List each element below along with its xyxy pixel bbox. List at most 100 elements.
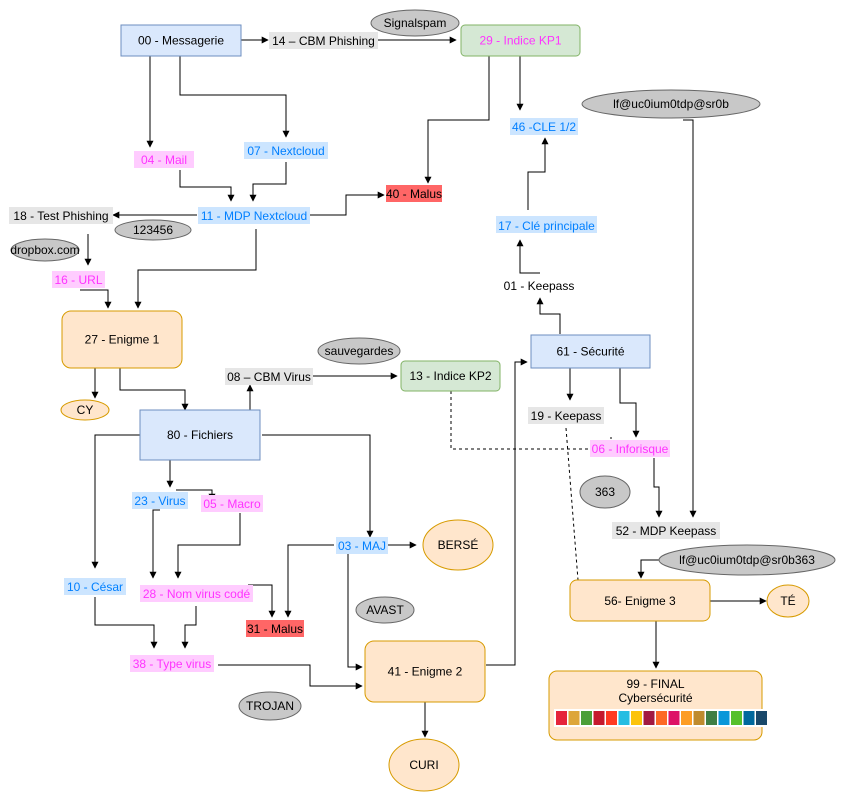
final-badge-3 (581, 711, 592, 725)
final-badge-5 (606, 711, 617, 725)
edge-messagerie-nextcloud (179, 56, 290, 138)
node-fichiers-label: 80 - Fichiers (167, 428, 233, 442)
final-badge-8 (643, 711, 655, 725)
node-pin-oval-label: 123456 (133, 223, 173, 237)
edge-cle-principale-cle-12 (527, 137, 549, 210)
node-oval-363-label: 363 (595, 485, 615, 499)
node-cesar[interactable]: 10 - César (64, 578, 126, 595)
node-te[interactable]: TÉ (766, 584, 810, 618)
node-cle-12[interactable]: 46 -CLE 1/2 (510, 118, 578, 135)
node-oval-363[interactable]: 363 (579, 475, 631, 509)
node-malus-31[interactable]: 31 - Malus (246, 620, 304, 637)
node-trojan-label: TROJAN (246, 699, 294, 713)
node-malus-40-label: 40 - Malus (386, 187, 442, 201)
node-cy[interactable]: CY (60, 399, 110, 421)
node-enigme1-label: 27 - Enigme 1 (85, 333, 160, 347)
node-type-virus-label: 38 - Type virus (133, 657, 211, 671)
node-enigme3[interactable]: 56- Enigme 3 (569, 579, 711, 622)
node-url[interactable]: 16 - URL (52, 271, 105, 288)
final-badge-17 (756, 711, 767, 725)
final-badge-4 (593, 711, 605, 725)
node-malus-40[interactable]: 40 - Malus (386, 185, 442, 202)
node-mail[interactable]: 04 - Mail (134, 151, 194, 168)
final-badge-12 (693, 711, 705, 725)
node-cbm-phishing[interactable]: 14 – CBM Phishing (269, 32, 378, 49)
edge-keepass-01-cle-principale (516, 239, 540, 274)
node-mdp-keepass[interactable]: 52 - MDP Keepass (612, 522, 720, 539)
node-test-phishing[interactable]: 18 - Test Phishing (9, 207, 113, 224)
edge-nom-virus-malus-31 (248, 584, 276, 618)
edge-email-oval-mdp-keepass (683, 119, 697, 518)
final-badge-15 (731, 711, 742, 725)
node-nextcloud-label: 07 - Nextcloud (247, 144, 324, 158)
node-maj-label: 03 - MAJ (338, 539, 386, 553)
final-badge-11 (681, 711, 692, 725)
node-keepass-19[interactable]: 19 - Keepass (528, 407, 604, 424)
node-enigme2-label: 41 - Enigme 2 (388, 665, 463, 679)
node-indice-kp2[interactable]: 13 - Indice KP2 (400, 360, 501, 392)
final-badge-2 (568, 711, 580, 725)
node-fichiers[interactable]: 80 - Fichiers (139, 409, 261, 461)
node-messagerie[interactable]: 00 - Messagerie (120, 24, 242, 57)
node-type-virus[interactable]: 38 - Type virus (130, 655, 214, 672)
node-mdp-nextcloud-label: 11 - MDP Nextcloud (201, 209, 307, 223)
node-email-oval-363[interactable]: lf@uc0ium0tdp@sr0b363 (658, 544, 836, 576)
node-cesar-label: 10 - César (67, 580, 123, 594)
node-berse-label: BERSÉ (438, 537, 479, 552)
final-badge-strip (554, 709, 769, 727)
node-trojan[interactable]: TROJAN (238, 691, 302, 721)
node-berse[interactable]: BERSÉ (422, 519, 494, 571)
node-enigme3-label: 56- Enigme 3 (604, 594, 676, 608)
edge-macro-nom-virus (174, 513, 241, 579)
edge-maj-malus-31 (284, 544, 334, 618)
node-indice-kp1[interactable]: 29 - Indice KP1 (460, 24, 581, 57)
edge-enigme2-securite (486, 358, 528, 666)
edge-nom-virus-type-virus (181, 606, 197, 649)
final-badge-7 (631, 711, 642, 725)
node-final-line2: Cybersécurité (618, 691, 692, 705)
node-signalspam-label: Signalspam (384, 16, 447, 30)
node-email-oval[interactable]: lf@uc0ium0tdp@sr0b (581, 89, 761, 119)
node-maj[interactable]: 03 - MAJ (336, 537, 388, 554)
node-cbm-virus[interactable]: 08 – CBM Virus (225, 368, 313, 385)
node-inforisque[interactable]: 06 - Inforisque (590, 440, 670, 457)
node-te-label: TÉ (780, 593, 795, 608)
node-inforisque-label: 06 - Inforisque (592, 442, 669, 456)
edge-securite-inforisque (619, 368, 640, 438)
node-mail-label: 04 - Mail (141, 153, 187, 167)
node-malus-31-label: 31 - Malus (247, 622, 303, 636)
edges (80, 36, 767, 738)
node-enigme2[interactable]: 41 - Enigme 2 (364, 640, 486, 703)
node-macro[interactable]: 05 - Macro (201, 495, 263, 512)
node-cbm-virus-label: 08 – CBM Virus (227, 370, 311, 384)
final-badge-14 (718, 711, 730, 725)
node-signalspam[interactable]: Signalspam (370, 9, 460, 37)
node-virus[interactable]: 23 - Virus (132, 492, 188, 509)
node-keepass-01[interactable]: 01 - Keepass (501, 277, 577, 294)
edge-mdp-nextcloud-malus-40 (309, 191, 385, 216)
node-test-phishing-label: 18 - Test Phishing (13, 209, 108, 223)
node-cle-12-label: 46 -CLE 1/2 (512, 120, 576, 134)
edge-inforisque-mdp-keepass (653, 458, 663, 518)
edge-enigme1-fichiers (119, 368, 189, 411)
node-pin-oval[interactable]: 123456 (114, 219, 192, 241)
node-nextcloud[interactable]: 07 - Nextcloud (244, 142, 328, 159)
node-avast-label: AVAST (366, 603, 404, 617)
node-nom-virus[interactable]: 28 - Nom virus codé (140, 585, 253, 602)
edge-email-oval-363-enigme3 (637, 559, 660, 579)
node-avast[interactable]: AVAST (355, 596, 415, 624)
node-mdp-nextcloud[interactable]: 11 - MDP Nextcloud (198, 207, 310, 224)
node-curi-label: CURI (409, 758, 438, 772)
node-securite-label: 61 - Sécurité (556, 345, 624, 359)
node-final[interactable]: 99 - FINAL Cybersécurité (548, 670, 769, 741)
node-sauvegardes[interactable]: sauvegardes (317, 337, 401, 365)
node-curi[interactable]: CURI (388, 738, 460, 792)
node-cy-label: CY (77, 403, 94, 417)
node-messagerie-label: 00 - Messagerie (138, 34, 224, 48)
node-virus-label: 23 - Virus (134, 494, 185, 508)
node-enigme1[interactable]: 27 - Enigme 1 (61, 310, 183, 369)
node-securite[interactable]: 61 - Sécurité (530, 334, 651, 369)
edge-virus-nom-virus (149, 509, 160, 579)
node-cle-principale[interactable]: 17 - Clé principale (496, 216, 597, 233)
node-dropbox[interactable]: dropbox.com (10, 238, 80, 262)
